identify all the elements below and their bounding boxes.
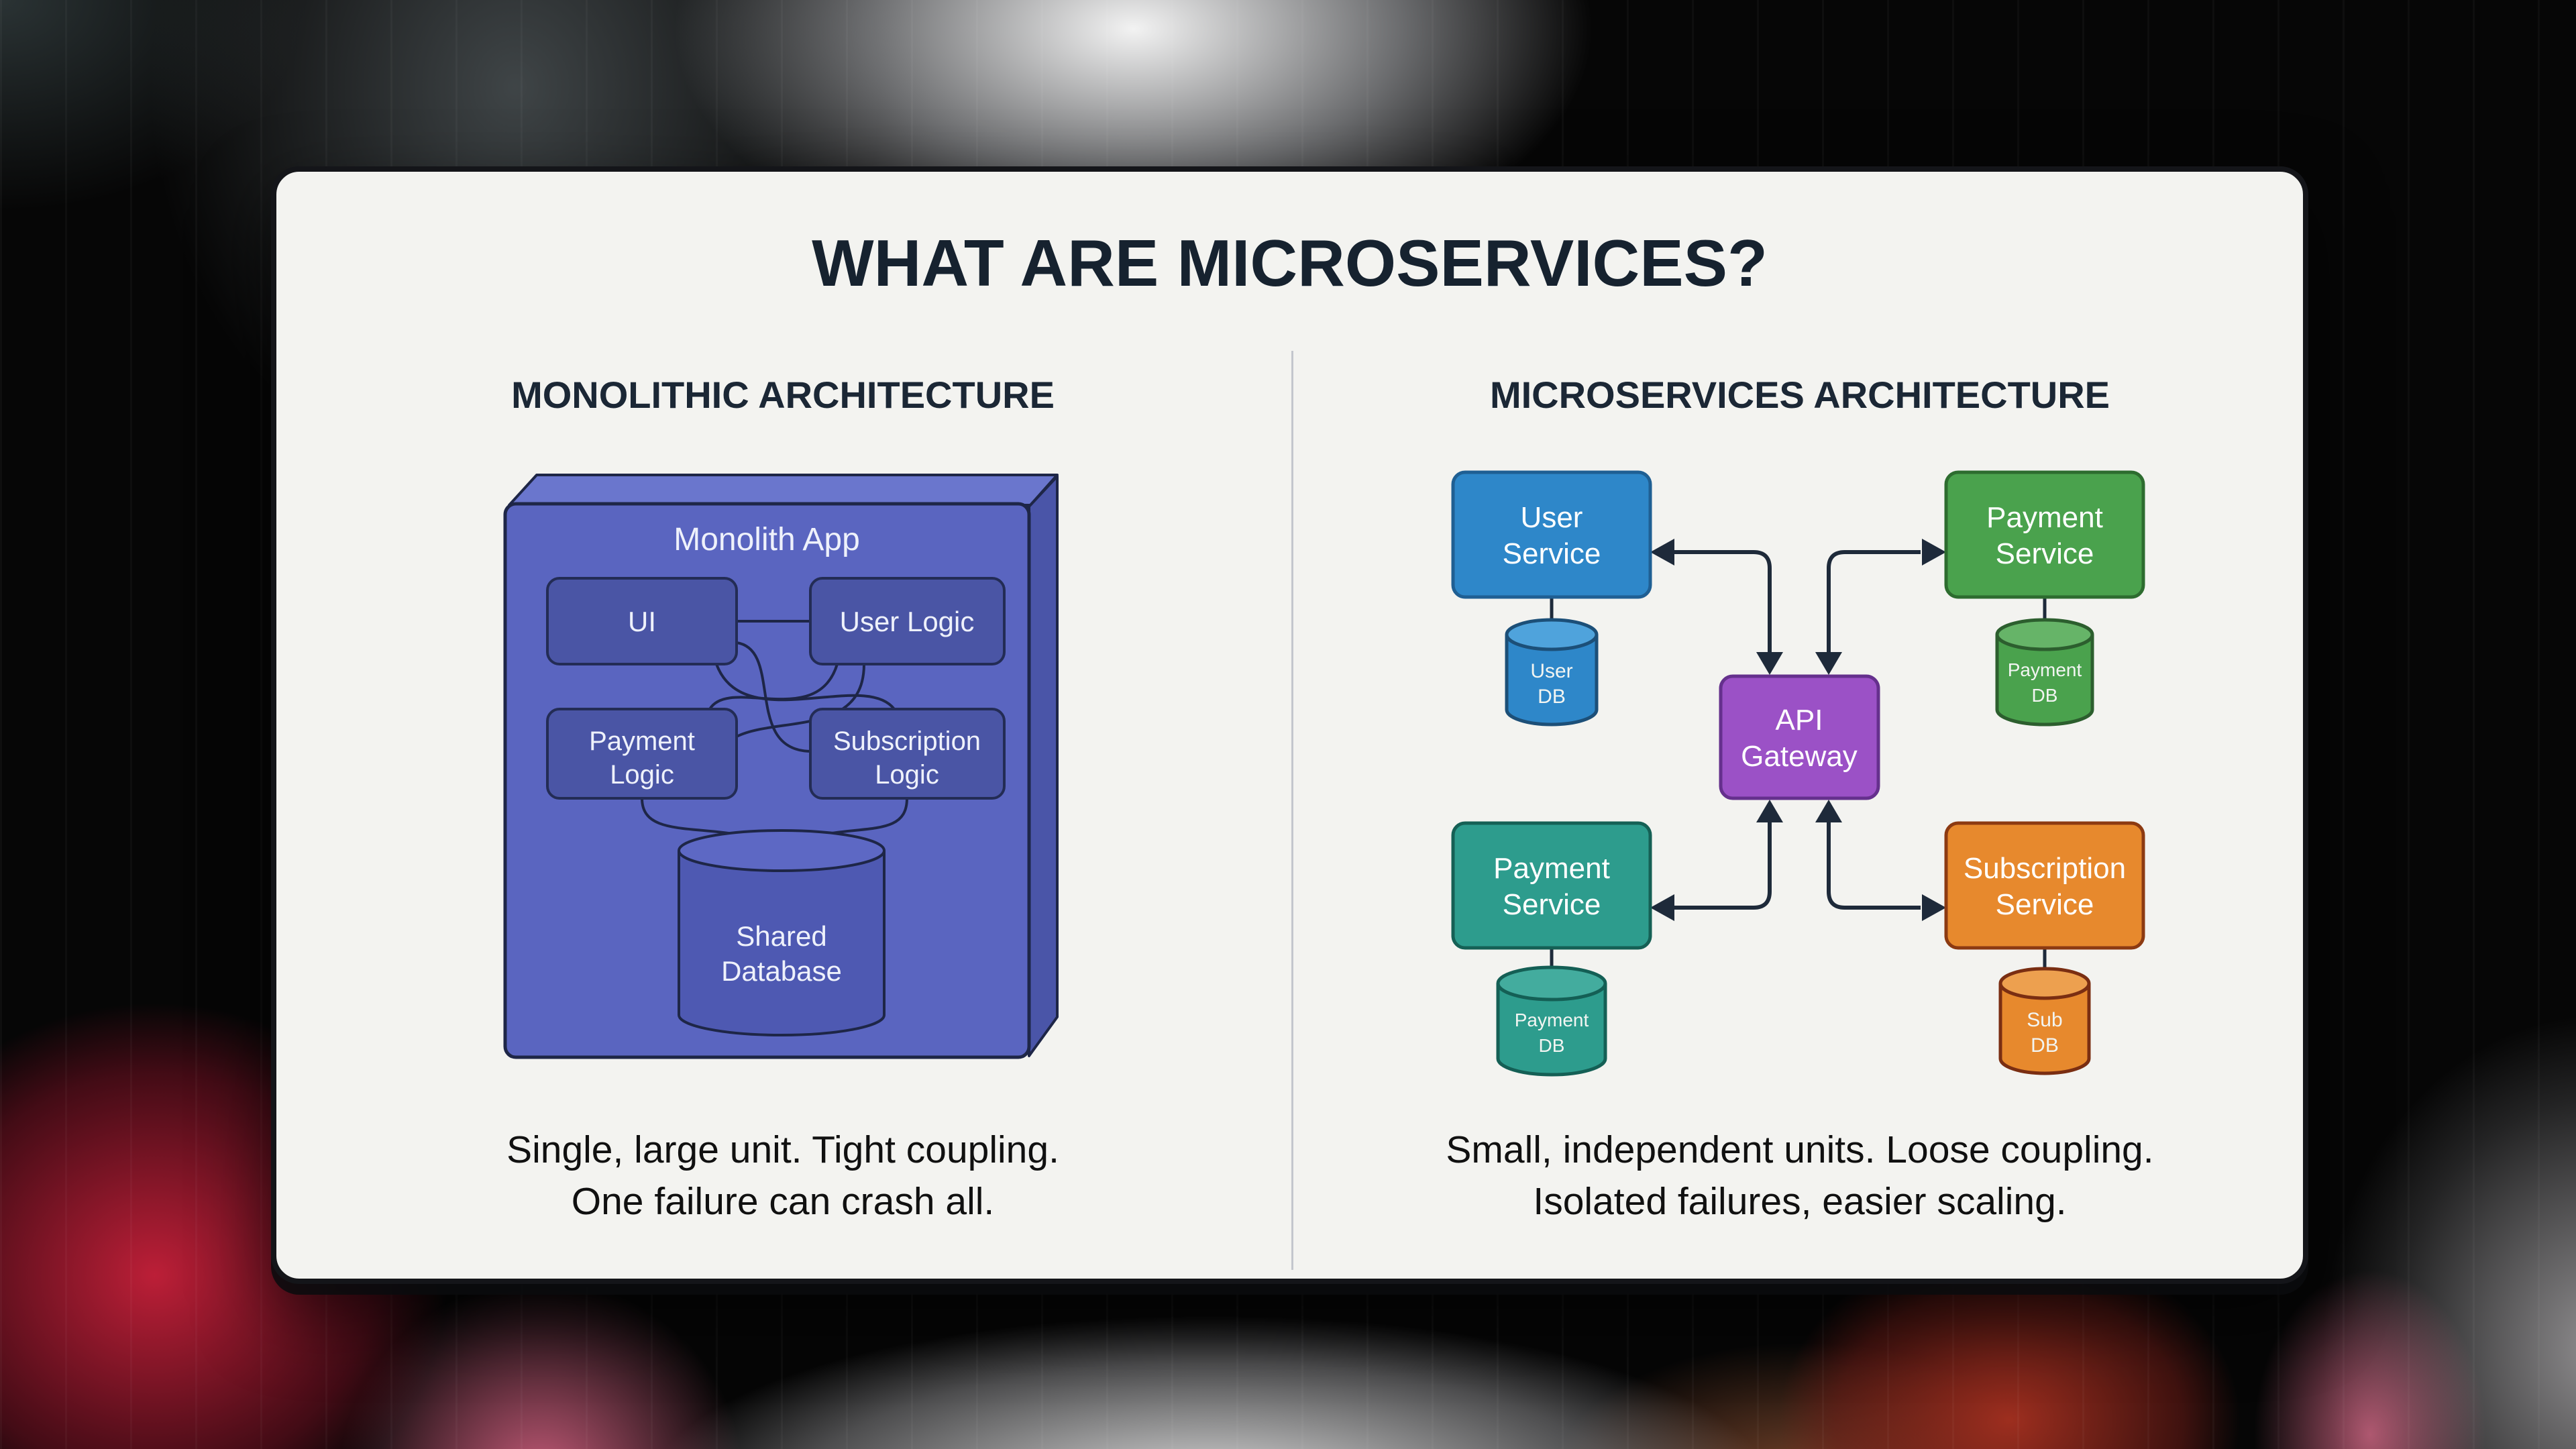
module-payment-logic-box: [546, 708, 738, 800]
module-subscription-logic-label-1: Subscription: [833, 727, 981, 756]
module-payment-logic-label-1: Payment: [589, 727, 695, 756]
arrowhead-into-gateway-topright: [1815, 652, 1842, 675]
subscription-service-label-1: Subscription: [1964, 852, 2126, 885]
payment-db-teal-label-1: Payment: [1515, 1010, 1589, 1030]
monolith-side-face: [1028, 475, 1059, 1057]
monolithic-section-header: MONOLITHIC ARCHITECTURE: [511, 374, 1055, 416]
arrow-path-gateway-subscription: [1827, 822, 1921, 910]
monolith-app-title: Monolith App: [674, 522, 860, 557]
payment-service-green-label-2: Service: [1996, 537, 2094, 570]
module-subscription-logic-box: [809, 708, 1006, 800]
microservices-section-header: MICROSERVICES ARCHITECTURE: [1489, 374, 2110, 416]
payment-service-green-box: [1944, 470, 2145, 599]
payment-service-green-label-1: Payment: [1986, 501, 2103, 534]
payment-db-green-cylinder-body: [1995, 635, 2094, 727]
shared-db-cylinder-body: [678, 851, 885, 1036]
user-service-label-1: User: [1521, 501, 1583, 534]
monolith-caption-line1: Single, large unit. Tight coupling.: [506, 1128, 1059, 1171]
user-db-cylinder-body: [1505, 635, 1599, 727]
payment-db-green-label-1: Payment: [2008, 659, 2082, 680]
user-db-cylinder-top: [1505, 618, 1599, 651]
monolith-top-face: [508, 474, 1059, 506]
arrow-path-gateway-user: [1674, 550, 1772, 652]
shared-db-cylinder-top: [678, 829, 885, 872]
user-db-label-1: User: [1530, 660, 1572, 682]
micro-caption-line2: Isolated failures, easier scaling.: [1533, 1180, 2067, 1223]
db-stems: [1550, 597, 2047, 970]
module-subscription-logic-label-2: Logic: [875, 760, 939, 790]
shared-db-label-1: Shared: [736, 920, 826, 952]
payment-service-teal-label-2: Service: [1503, 888, 1601, 921]
arrow-path-gateway-paymentteal: [1674, 822, 1772, 910]
payment-db-teal-cylinder-top: [1496, 965, 1607, 1002]
subscription-service-label-2: Service: [1996, 888, 2094, 921]
arrowhead-into-subscription: [1922, 894, 1946, 921]
connector-userlogic-payment: [708, 663, 839, 710]
arrowhead-into-user-service: [1650, 539, 1674, 566]
payment-db-green-label-2: DB: [2032, 685, 2058, 706]
monolith-caption: Single, large unit. Tight coupling. One …: [276, 1124, 1289, 1228]
connector-ui-subscription-side: [736, 641, 811, 753]
subscription-service-box: [1944, 821, 2145, 950]
arrowhead-into-gateway-topleft: [1756, 652, 1783, 675]
monolith-caption-line2: One failure can crash all.: [571, 1180, 995, 1223]
api-gateway-box: [1719, 674, 1880, 800]
payment-db-teal-cylinder-body: [1496, 983, 1607, 1077]
arrowhead-into-payment-teal: [1650, 894, 1674, 921]
payment-db-teal-label-2: DB: [1539, 1035, 1565, 1056]
user-service-box: [1451, 470, 1652, 599]
page-title: WHAT ARE MICROSERVICES?: [812, 226, 1768, 300]
module-user-logic-box: [809, 577, 1006, 665]
arrow-path-gateway-paymentgreen: [1827, 550, 1921, 652]
connector-ui-subscription: [715, 663, 896, 710]
user-service-label-2: Service: [1503, 537, 1601, 570]
arrowhead-into-payment-green: [1922, 539, 1946, 566]
module-user-logic-label: User Logic: [840, 606, 975, 637]
user-db-label-2: DB: [1538, 686, 1566, 708]
micro-caption: Small, independent units. Loose coupling…: [1293, 1124, 2306, 1228]
microservices-diagram: User Service Payment Service API Gateway…: [1451, 470, 2145, 1077]
gateway-arrows: [1674, 550, 1921, 910]
sub-db-label-2: DB: [2031, 1034, 2059, 1057]
sub-db-cylinder-body: [1998, 983, 2091, 1075]
sub-db-cylinder-top: [1998, 967, 2091, 1000]
api-gateway-label-2: Gateway: [1741, 740, 1858, 773]
api-gateway-label-1: API: [1776, 704, 1823, 737]
column-divider: [1291, 351, 1293, 1270]
sub-db-label-1: Sub: [2027, 1009, 2062, 1031]
monolith-diagram: Monolith App UI User Logic Payment Logic…: [503, 474, 1059, 1059]
micro-caption-line1: Small, independent units. Loose coupling…: [1446, 1128, 2154, 1171]
payment-db-green-cylinder-top: [1995, 618, 2094, 651]
shared-db-label-2: Database: [721, 955, 842, 987]
infographic-card: WHAT ARE MICROSERVICES? MONOLITHIC ARCHI…: [271, 166, 2308, 1284]
arrowhead-into-gateway-bottomleft: [1756, 800, 1783, 822]
module-ui-box: [546, 577, 738, 665]
payment-service-teal-label-1: Payment: [1493, 852, 1610, 885]
payment-service-teal-box: [1451, 821, 1652, 950]
arrowheads: [1650, 539, 1946, 921]
arrowhead-into-gateway-bottomright: [1815, 800, 1842, 822]
module-ui-label: UI: [628, 606, 656, 637]
module-payment-logic-label-2: Logic: [610, 760, 674, 790]
